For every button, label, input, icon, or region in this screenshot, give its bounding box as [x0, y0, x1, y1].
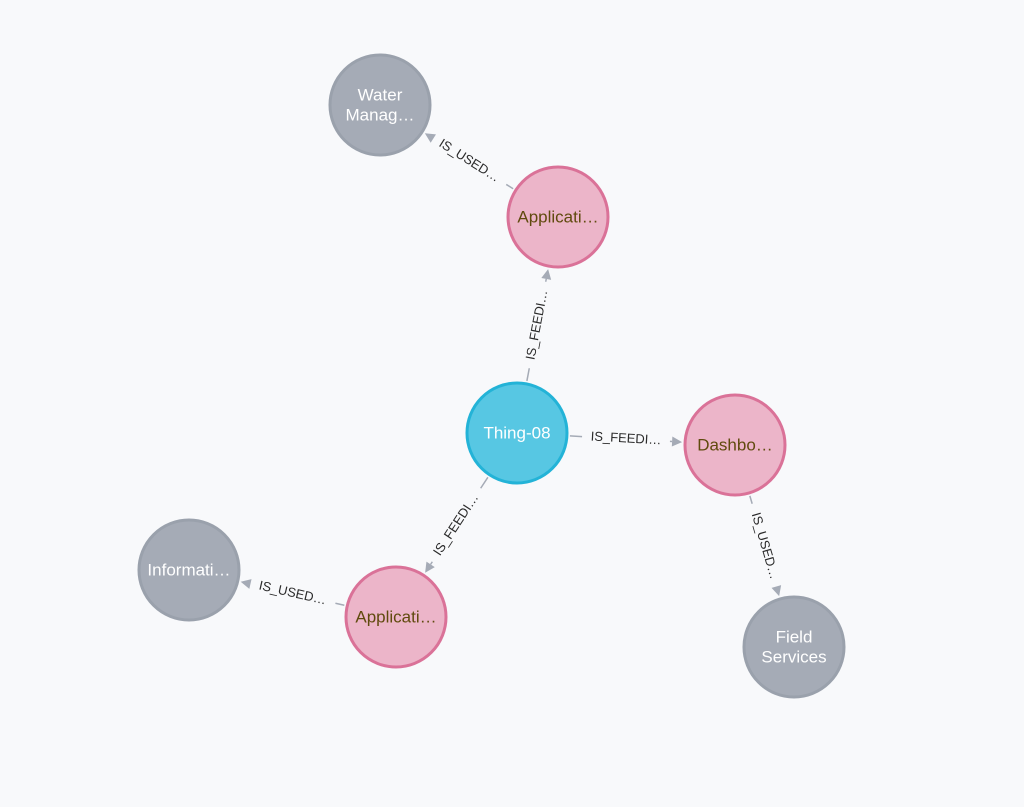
arrowhead-icon: [541, 269, 552, 280]
edge-line: [505, 183, 514, 190]
node-label: Manag…: [346, 105, 415, 124]
edge-thing-app2[interactable]: IS_FEEDI…: [425, 476, 489, 573]
edge-line: [544, 278, 547, 282]
edge-label: IS_FEEDI…: [430, 491, 481, 558]
node-water[interactable]: WaterManag…: [328, 53, 432, 157]
node-circle: [465, 381, 569, 485]
node-label: Applicati…: [355, 607, 436, 626]
node-circle: [328, 53, 432, 157]
edge-app1-water[interactable]: IS_USED…: [424, 133, 514, 190]
node-circle: [137, 518, 241, 622]
node-circle: [683, 393, 787, 497]
node-app1[interactable]: Applicati…: [506, 165, 610, 269]
node-label: Applicati…: [517, 207, 598, 226]
node-dash[interactable]: Dashbo…: [683, 393, 787, 497]
node-thing[interactable]: Thing-08: [465, 381, 569, 485]
edge-line: [335, 602, 345, 606]
edge-label: IS_FEEDI…: [590, 429, 662, 448]
edge-label: IS_FEEDI…: [522, 289, 550, 361]
edge-label: IS_USED…: [437, 135, 503, 184]
edge-app2-info[interactable]: IS_USED…: [240, 578, 345, 608]
node-app2[interactable]: Applicati…: [344, 565, 448, 669]
node-circle: [742, 595, 846, 699]
node-label: Field: [776, 627, 813, 646]
arrowhead-icon: [671, 436, 683, 447]
edge-line: [526, 368, 531, 382]
arrowhead-icon: [240, 579, 252, 589]
node-label: Thing-08: [483, 423, 550, 442]
edge-thing-dash[interactable]: IS_FEEDI…: [569, 429, 683, 448]
edge-line: [429, 561, 433, 565]
node-circle: [506, 165, 610, 269]
node-label: Water: [358, 85, 403, 104]
nodes-layer: Thing-08Applicati…Applicati…Dashbo…Water…: [137, 53, 846, 699]
arrowhead-icon: [771, 585, 782, 597]
node-label: Informati…: [147, 560, 230, 579]
edge-line: [480, 476, 489, 489]
edge-dash-field[interactable]: IS_USED…: [749, 495, 783, 597]
arrowhead-icon: [424, 133, 436, 143]
node-info[interactable]: Informati…: [137, 518, 241, 622]
edge-label: IS_USED…: [749, 511, 783, 581]
edge-thing-app1[interactable]: IS_FEEDI…: [522, 269, 552, 382]
edge-line: [749, 495, 753, 504]
edge-label: IS_USED…: [258, 578, 328, 608]
node-circle: [344, 565, 448, 669]
node-label: Dashbo…: [697, 435, 773, 454]
arrowhead-icon: [425, 561, 435, 573]
edge-line: [569, 435, 583, 438]
node-label: Services: [761, 647, 826, 666]
